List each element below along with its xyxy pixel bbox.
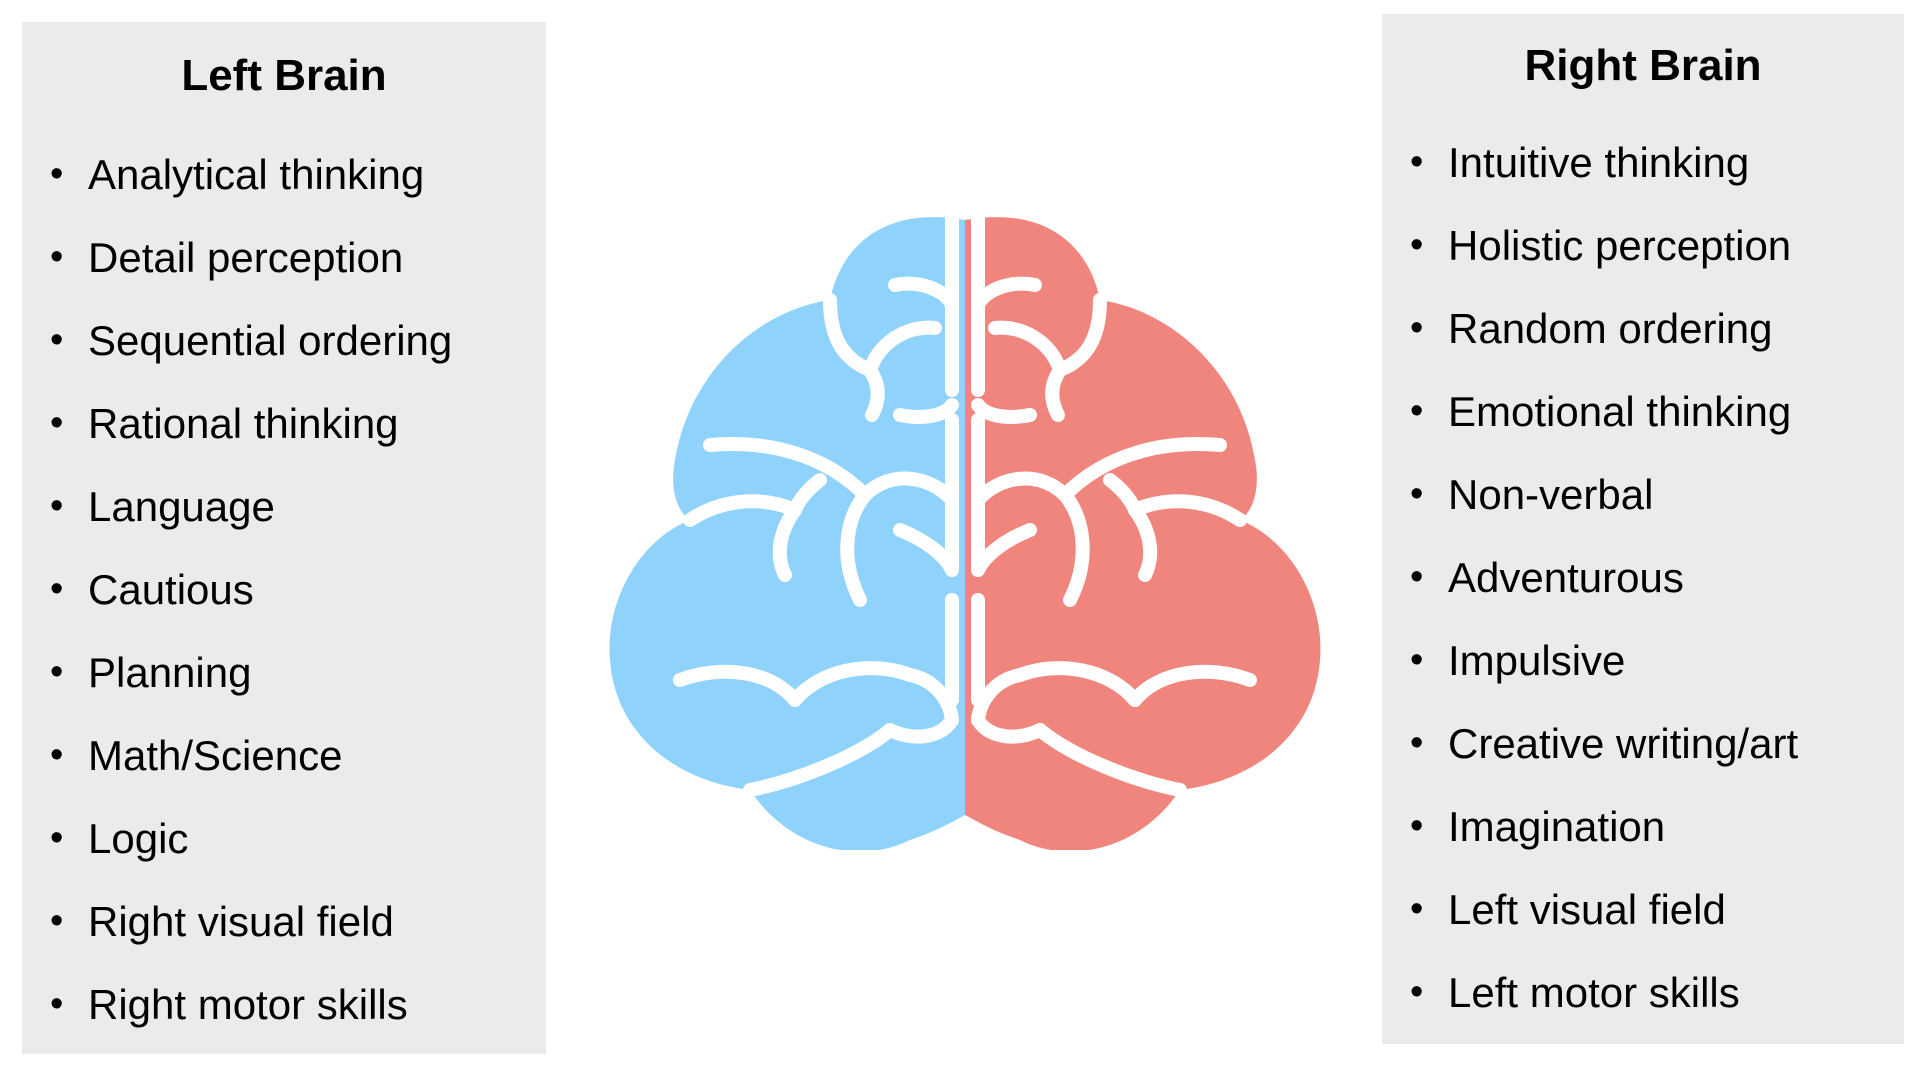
- left-folds: [673, 210, 960, 797]
- list-item: •Creative writing/art: [1410, 702, 1904, 785]
- bullet-dot: •: [50, 817, 64, 859]
- right-folds: [970, 210, 1257, 797]
- list-item: •Math/Science: [50, 714, 546, 797]
- bullet-dot: •: [1410, 722, 1424, 764]
- list-item: •Non-verbal: [1410, 453, 1904, 536]
- right-brain-title: Right Brain: [1524, 41, 1762, 90]
- bullet-dot: •: [50, 983, 64, 1025]
- list-item: •Detail perception: [50, 216, 546, 299]
- bullet-dot: •: [1410, 888, 1424, 930]
- bullet-dot: •: [50, 236, 64, 278]
- list-item: •Sequential ordering: [50, 299, 546, 382]
- bullet-dot: •: [1410, 141, 1424, 183]
- bullet-dot: •: [50, 734, 64, 776]
- list-item: •Language: [50, 465, 546, 548]
- bullet-dot: •: [50, 568, 64, 610]
- left-brain-list: •Analytical thinking •Detail perception …: [22, 133, 546, 1046]
- list-item: •Impulsive: [1410, 619, 1904, 702]
- list-item: •Random ordering: [1410, 287, 1904, 370]
- bullet-dot: •: [50, 319, 64, 361]
- bullet-dot: •: [50, 153, 64, 195]
- bullet-dot: •: [1410, 556, 1424, 598]
- list-item: •Left motor skills: [1410, 951, 1904, 1034]
- list-item: •Holistic perception: [1410, 204, 1904, 287]
- list-item: •Adventurous: [1410, 536, 1904, 619]
- list-item: •Left visual field: [1410, 868, 1904, 951]
- bullet-dot: •: [1410, 307, 1424, 349]
- bullet-dot: •: [1410, 390, 1424, 432]
- bullet-dot: •: [1410, 805, 1424, 847]
- list-item: •Intuitive thinking: [1410, 121, 1904, 204]
- list-item: •Rational thinking: [50, 382, 546, 465]
- right-brain-panel: Right Brain •Intuitive thinking •Holisti…: [1382, 14, 1904, 1044]
- list-item: •Cautious: [50, 548, 546, 631]
- list-item: •Right motor skills: [50, 963, 546, 1046]
- bullet-dot: •: [1410, 639, 1424, 681]
- bullet-dot: •: [50, 651, 64, 693]
- brain-illustration: [609, 210, 1321, 850]
- bullet-dot: •: [50, 402, 64, 444]
- list-item: •Logic: [50, 797, 546, 880]
- list-item: •Emotional thinking: [1410, 370, 1904, 453]
- list-item: •Right visual field: [50, 880, 546, 963]
- list-item: •Analytical thinking: [50, 133, 546, 216]
- bullet-dot: •: [1410, 473, 1424, 515]
- bullet-dot: •: [50, 900, 64, 942]
- bullet-dot: •: [1410, 224, 1424, 266]
- right-brain-list: •Intuitive thinking •Holistic perception…: [1382, 121, 1904, 1034]
- list-item: •Planning: [50, 631, 546, 714]
- left-brain-title: Left Brain: [181, 51, 387, 100]
- bullet-dot: •: [50, 485, 64, 527]
- brain-icon: [580, 210, 1340, 850]
- bullet-dot: •: [1410, 971, 1424, 1013]
- list-item: •Imagination: [1410, 785, 1904, 868]
- left-brain-panel: Left Brain •Analytical thinking •Detail …: [22, 22, 546, 1054]
